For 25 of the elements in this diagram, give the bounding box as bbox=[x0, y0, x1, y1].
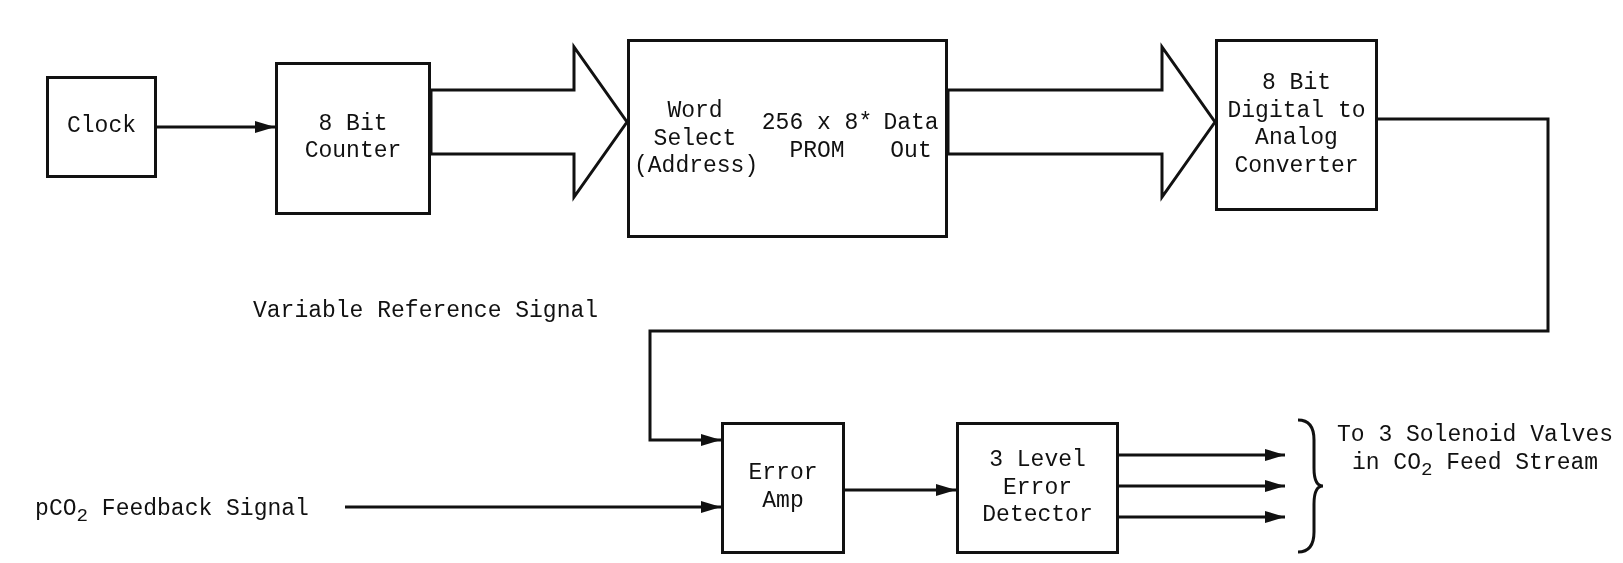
arrow bbox=[1119, 449, 1285, 461]
block-box bbox=[275, 62, 431, 215]
block-label: 8 Bit Counter bbox=[303, 110, 403, 167]
bus-arrow bbox=[946, 42, 1217, 202]
block-label: To 3 Solenoid Valves in CO$_{2}$ Feed Stream bbox=[1335, 422, 1614, 482]
block-label: 8 Bit Digital to Analog Converter bbox=[1226, 69, 1367, 181]
arrow bbox=[345, 501, 721, 513]
block-label: Error Amp bbox=[747, 460, 819, 516]
block-box bbox=[1215, 39, 1378, 211]
block-label: Data Out bbox=[882, 110, 940, 166]
block-box bbox=[956, 422, 1119, 554]
arrow bbox=[845, 484, 956, 496]
block-box bbox=[46, 76, 157, 178]
block-label: pCO$_{2}$ Feedback Signal bbox=[34, 496, 310, 528]
block-label: Word Select (Address) bbox=[634, 98, 756, 181]
block-label: 256 x 8* PROM bbox=[760, 110, 874, 166]
arrow bbox=[1119, 511, 1285, 523]
arrow bbox=[157, 121, 275, 133]
arrow bbox=[648, 117, 1550, 446]
block-label: 3 Level Error Detector bbox=[981, 446, 1094, 530]
bus-arrow bbox=[429, 42, 629, 202]
arrow bbox=[1119, 480, 1285, 492]
block-box bbox=[721, 422, 845, 554]
block-label: Clock bbox=[66, 113, 137, 141]
block-box bbox=[627, 39, 948, 238]
